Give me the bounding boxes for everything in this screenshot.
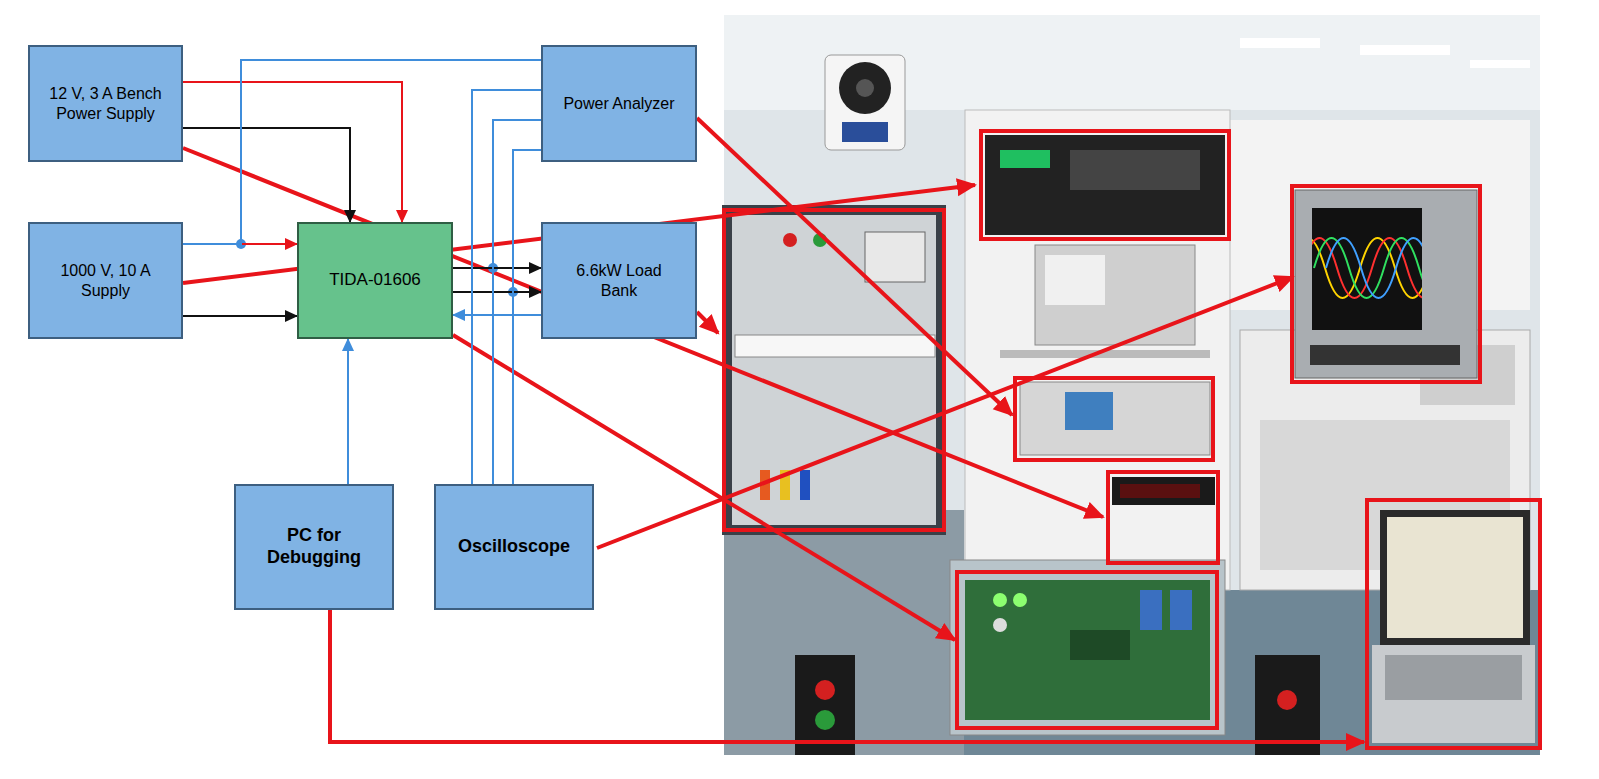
connector [453, 314, 541, 316]
oscilloscope-photo-part [1310, 345, 1460, 365]
equipment-rack-part [1065, 392, 1113, 430]
equipment-rack-part [1045, 255, 1105, 305]
ionizer-fan-part [839, 62, 891, 114]
node-label: 6.6kW Load Bank [564, 261, 674, 299]
connector [453, 267, 541, 269]
callout-frames-part [1015, 378, 1213, 460]
prototype-board-part [993, 618, 1007, 632]
load-box: 6.6kW Load Bank [541, 222, 697, 339]
photo-background-part [1360, 45, 1450, 55]
node-label: Power Analyzer [563, 94, 674, 113]
equipment-rack-part [1070, 150, 1200, 190]
callout-frames-part [981, 131, 1229, 239]
prototype-board-part [1170, 590, 1192, 630]
callout-frames-part [724, 210, 944, 530]
node-label: PC for Debugging [249, 525, 379, 568]
connector [183, 315, 297, 317]
callout-frames [724, 131, 1540, 748]
callout-frames-part [1292, 186, 1480, 382]
photo-background-part [1240, 38, 1320, 48]
ionizer-fan-part [825, 55, 905, 150]
callout-arrows-part [330, 610, 1364, 742]
oscilloscope-photo [1290, 190, 1501, 378]
callout-arrows-part [697, 118, 1012, 415]
equipment-rack-part [1035, 245, 1195, 345]
load-bank-cabinet-part [800, 470, 810, 500]
prototype-board-part [1013, 593, 1027, 607]
callout-arrows-part [183, 148, 1103, 517]
connector [493, 120, 541, 484]
equipment-rack [965, 110, 1230, 590]
connector [183, 128, 350, 222]
load-bank-cabinet-part [735, 335, 935, 357]
oscilloscope-photo-part-part [1326, 238, 1422, 298]
ionizer-fan-part [856, 79, 874, 97]
connector [183, 60, 541, 244]
load-bank-cabinet-part [732, 215, 936, 525]
computer-box: PC for Debugging [234, 484, 394, 610]
laptop-part [1380, 510, 1530, 645]
callout-frames-part [1108, 472, 1218, 563]
connector [183, 82, 402, 222]
laptop-part [1385, 655, 1522, 700]
equipment-rack-part [1020, 382, 1210, 455]
callout-arrows [183, 118, 1364, 742]
instrument-box: Oscilloscope [434, 484, 594, 610]
photo-background-part [724, 15, 1540, 755]
power-supply-box: 12 V, 3 A Bench Power Supply [28, 45, 183, 162]
safety-boxes-part [815, 710, 835, 730]
equipment-rack-part [985, 135, 1225, 235]
safety-boxes-part [815, 680, 835, 700]
load-bank-cabinet-part [783, 233, 797, 247]
connectors [183, 60, 541, 484]
photo-background-part [1470, 60, 1530, 68]
node-label: Oscilloscope [458, 536, 570, 558]
equipment-rack-part [965, 110, 1230, 590]
prototype-board [950, 560, 1225, 735]
callout-frames-part [1367, 500, 1540, 748]
callout-arrows-part [697, 312, 718, 333]
oscilloscope-photo-part-part [1312, 238, 1422, 298]
board-box: TIDA-01606 [297, 222, 453, 339]
prototype-board-part [993, 593, 1007, 607]
connector [513, 150, 541, 484]
ionizer-fan [825, 55, 905, 150]
power-supply-box: 1000 V, 10 A Supply [28, 222, 183, 339]
prototype-board-part [950, 560, 1225, 735]
oscilloscope-photo-part [1312, 238, 1422, 298]
equipment-rack-part [1000, 150, 1050, 168]
connector [347, 339, 349, 484]
callout-frames-part [957, 572, 1217, 728]
load-bank-cabinet-part [865, 232, 925, 282]
oscilloscope-photo-part [1312, 208, 1422, 330]
instrument-box: Power Analyzer [541, 45, 697, 162]
connector [453, 291, 541, 293]
equipment-rack-part [1112, 477, 1215, 505]
node-label: 12 V, 3 A Bench Power Supply [38, 84, 173, 122]
callout-arrows-part [597, 277, 1293, 548]
laptop-part [1372, 645, 1535, 743]
prototype-board-part [1140, 590, 1162, 630]
equipment-rack-part [1120, 484, 1200, 498]
laptop-part [1387, 517, 1523, 638]
ionizer-fan-part [842, 122, 888, 142]
prototype-board-part [965, 580, 1210, 720]
photo-background [724, 15, 1540, 755]
prototype-board-part [1070, 630, 1130, 660]
node-label: TIDA-01606 [329, 270, 421, 290]
oscilloscope-photo-part [1295, 190, 1477, 378]
photo-background-part [724, 510, 964, 755]
node-label: 1000 V, 10 A Supply [38, 261, 173, 299]
safety-boxes-part [1277, 690, 1297, 710]
laptop [1372, 510, 1535, 743]
connector [472, 90, 541, 484]
